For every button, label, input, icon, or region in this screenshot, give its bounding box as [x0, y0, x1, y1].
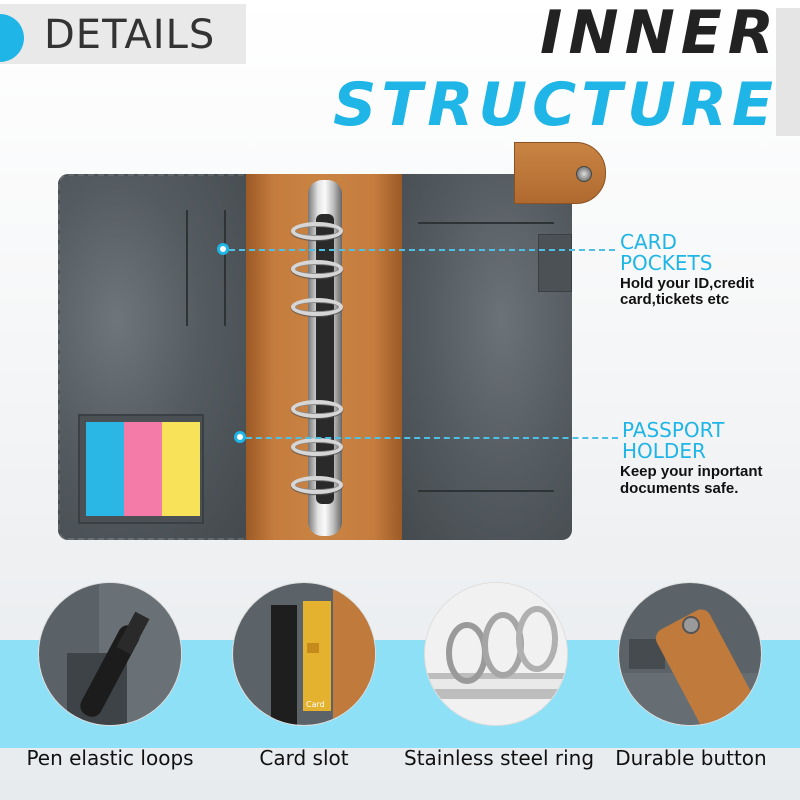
accent-dot-icon — [0, 14, 24, 62]
details-tab: DETAILS — [0, 4, 246, 64]
card-pocket-slot — [418, 222, 554, 224]
snap-button-icon — [576, 166, 592, 182]
callout-title: CARD — [620, 230, 677, 254]
callout-leader — [229, 249, 615, 251]
callout-description: documents safe. — [620, 480, 739, 497]
feature-label: Stainless steel ring — [404, 746, 595, 770]
binder-ring — [291, 476, 343, 494]
feature-label: Pen elastic loops — [26, 746, 194, 770]
right-cover — [398, 174, 572, 540]
title-structure: STRUCTURE — [333, 70, 778, 140]
title-accent-bar — [776, 8, 800, 136]
card-text: Card — [306, 700, 325, 709]
pen-loop-tab — [538, 234, 572, 292]
title-inner: INNER — [540, 0, 780, 68]
rod-channel — [316, 214, 334, 504]
details-label: DETAILS — [44, 12, 216, 58]
feature-label: Durable button — [615, 746, 767, 770]
callout-title: POCKETS — [620, 251, 713, 275]
sticky-note-yellow — [162, 422, 200, 516]
pen-loop-icon — [38, 582, 182, 726]
binder-ring — [291, 438, 343, 456]
snap-button-icon — [618, 582, 762, 726]
binder-ring — [291, 222, 343, 240]
sticky-note-blue — [86, 422, 124, 516]
sticky-note-pink — [124, 422, 162, 516]
card-slot-icon: Card — [232, 582, 376, 726]
steel-ring-icon — [424, 582, 568, 726]
button-strap — [514, 142, 606, 204]
callout-leader — [246, 437, 618, 439]
callout-description: card,tickets etc — [620, 291, 730, 308]
callout-dot-icon — [217, 243, 229, 255]
callout-description: Hold your ID,credit — [620, 275, 755, 292]
card-pocket-slot — [224, 210, 226, 326]
feature-label: Card slot — [259, 746, 349, 770]
binder-ring — [291, 260, 343, 278]
binder-illustration — [58, 174, 572, 540]
binder-ring — [291, 298, 343, 316]
callout-dot-icon — [234, 431, 246, 443]
card-pocket-slot — [186, 210, 188, 326]
callout-description: Keep your inportant — [620, 463, 763, 480]
passport-slot — [418, 490, 554, 492]
callout-title: PASSPORT — [622, 418, 725, 442]
binder-ring — [291, 400, 343, 418]
callout-title: HOLDER — [622, 439, 706, 463]
